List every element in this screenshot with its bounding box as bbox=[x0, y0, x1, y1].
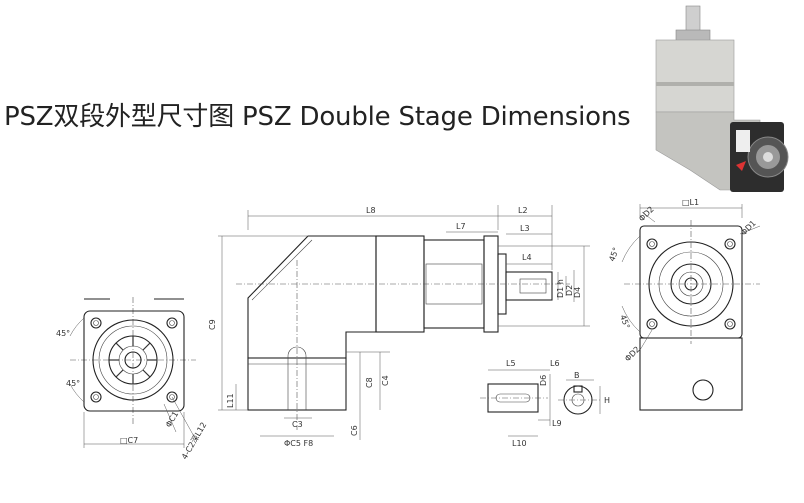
side-view-dimensions bbox=[218, 205, 590, 440]
label-l3: L3 bbox=[520, 224, 530, 233]
label-l4: L4 bbox=[522, 253, 532, 262]
end-view bbox=[621, 204, 761, 411]
label-d2: D2 bbox=[565, 285, 574, 296]
label-45-right-upper: 45° bbox=[607, 246, 620, 262]
label-d6: D6 bbox=[539, 375, 548, 386]
label-l1: □L1 bbox=[682, 198, 699, 207]
label-l7: L7 bbox=[456, 222, 466, 231]
label-45-right-lower: 45° bbox=[618, 314, 631, 330]
label-c1: ΦC1 bbox=[164, 410, 180, 429]
label-c9: C9 bbox=[208, 319, 217, 330]
label-45-lower: 45° bbox=[66, 379, 80, 388]
label-h: H bbox=[604, 396, 610, 405]
side-view bbox=[236, 235, 570, 430]
shaft-detail bbox=[480, 369, 601, 437]
label-b: B bbox=[574, 371, 580, 380]
label-c8: C8 bbox=[365, 377, 374, 388]
label-l5: L5 bbox=[506, 359, 516, 368]
label-l8: L8 bbox=[366, 206, 376, 215]
label-l9: L9 bbox=[552, 419, 562, 428]
label-c4: C4 bbox=[381, 375, 390, 386]
label-c3: C3 bbox=[292, 420, 303, 429]
label-l10: L10 bbox=[512, 439, 527, 448]
gearbox-photo bbox=[655, 5, 789, 192]
label-d4: D4 bbox=[573, 287, 582, 298]
front-view bbox=[69, 297, 197, 448]
label-l11: L11 bbox=[226, 393, 235, 408]
label-l2: L2 bbox=[518, 206, 528, 215]
label-l6: L6 bbox=[550, 359, 560, 368]
label-c5: ΦC5 F8 bbox=[284, 439, 313, 448]
label-45-upper: 45° bbox=[56, 329, 70, 338]
page-title: PSZ双段外型尺寸图 PSZ Double Stage Dimensions bbox=[4, 102, 631, 132]
label-phi-d2-bottom: ΦD2 bbox=[623, 345, 642, 364]
label-c6: C6 bbox=[350, 425, 359, 436]
label-d1h: D1 h bbox=[556, 279, 565, 298]
label-c7: □C7 bbox=[120, 436, 138, 445]
